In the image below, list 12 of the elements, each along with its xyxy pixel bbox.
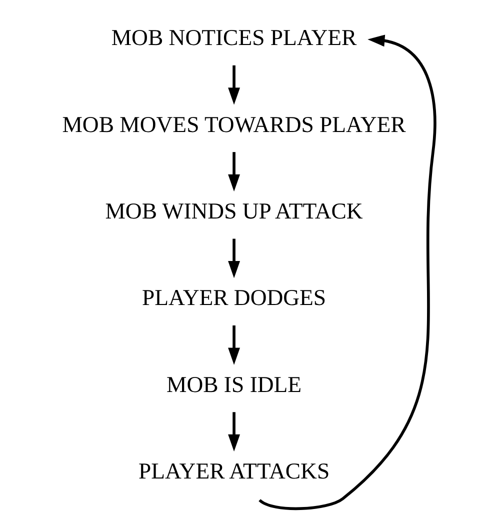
node-text: PLAYER ATTACKS [138,458,330,484]
arrow [258,34,436,510]
arrow [228,65,240,105]
arrow [228,152,240,192]
arrow [228,412,240,452]
node-text: MOB WINDS UP ATTACK [105,198,363,224]
arrow [228,325,240,365]
node-text: PLAYER DODGES [142,285,326,310]
node-text: MOB MOVES TOWARDS PLAYER [62,112,406,137]
node-text: MOB IS IDLE [166,372,302,397]
arrow [228,238,240,278]
node-text: MOB NOTICES PLAYER [111,25,357,50]
